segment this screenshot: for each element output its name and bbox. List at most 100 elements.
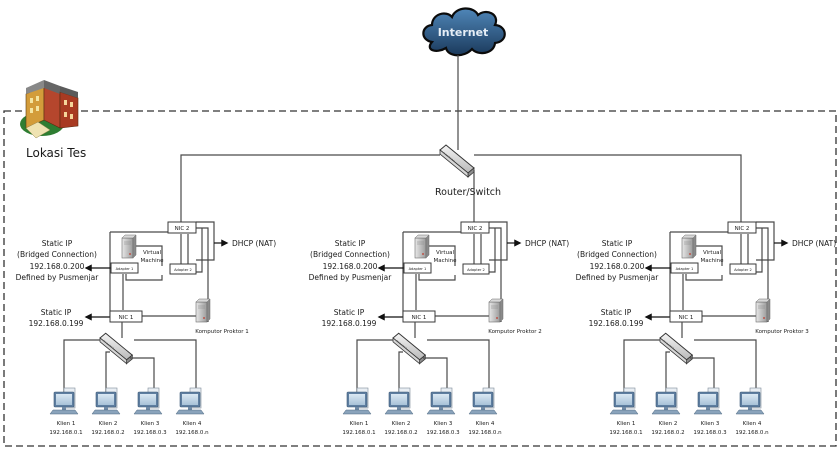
static-ip-value: 192.168.0.199 [589,319,644,328]
client-name: Klien 3 [141,421,160,427]
nat-bracket [489,221,508,261]
client-pc-icon [133,387,163,415]
bridged-ip-label: Static IP [335,239,366,248]
client-ip: 192.168.0.n [468,430,502,436]
vm-label-line1: Virtual [143,250,161,256]
client-ip: 192.168.0.n [735,430,769,436]
proktor-computer-label: Komputor Proktor 1 [195,329,249,335]
nic1-box [669,310,703,323]
client-pc-icon [735,387,765,415]
client-wire [130,357,155,392]
client-pc-icon [468,387,498,415]
client-pc-icon [91,387,121,415]
client-pc-icon [693,387,723,415]
nic2-to-nic1-wire [489,227,502,322]
static-ip-label: Static IP [334,308,365,317]
client-ip: 192.168.0.2 [384,430,417,436]
adapter1-box [403,262,432,274]
bridged-ip-value: 192.168.0.200 [323,262,378,271]
vm-wire [125,274,163,281]
dhcp-label: DHCP (NAT) [792,239,836,248]
vm-wire [685,274,723,281]
site-label: Lokasi Tes [26,146,86,160]
adapter2-wire [756,228,763,273]
vm-label-line1: Virtual [703,250,721,256]
client-ip: 192.168.0.1 [609,430,642,436]
nic1-label: NIC 1 [119,315,134,321]
client-wire [105,351,110,392]
client-name: Klien 4 [476,421,495,427]
nic2-to-nic1-wire [756,227,769,322]
adapter2-label: Adapter 2 [467,268,485,272]
static-ip-label: Static IP [601,308,632,317]
nat-bracket [196,221,215,261]
adapter2-label: Adapter 2 [734,268,752,272]
virtual-machine-icon [414,234,430,259]
client-switch-icon [659,332,693,365]
nic2-label: NIC 2 [735,226,750,232]
adapter1-label: Adapter 1 [676,267,694,271]
adapter2-box [729,263,757,275]
bridged-defined-by: Defined by Pusmenjar [576,273,660,282]
adapter2-box [462,263,490,275]
nic1-box [402,310,436,323]
bridged-ip-value: 192.168.0.200 [590,262,645,271]
client-ip: 192.168.0.1 [342,430,375,436]
client-ip: 192.168.0.2 [91,430,124,436]
client-switch-icon [99,332,133,365]
adapter1-label: Adapter 1 [409,267,427,271]
router-label: Router/Switch [435,187,501,198]
client-ip: 192.168.0.3 [133,430,167,436]
vm-wire [418,274,456,281]
vm-label-line1: Virtual [436,250,454,256]
nic-frame-wire [402,232,415,317]
client-name: Klien 3 [701,421,720,427]
client-pc-icon [342,387,372,415]
client-pc-icon [175,387,205,415]
nic1-label: NIC 1 [412,315,427,321]
nic2-label: NIC 2 [468,226,483,232]
proktor-group: DHCP (NAT) Static IP (Bridged Connection) 1… [576,221,836,436]
client-wire [665,351,670,392]
client-switch-icon [392,332,426,365]
virtual-machine-icon [681,234,697,259]
bridged-defined-by: Defined by Pusmenjar [16,273,100,282]
building-icon [20,80,79,139]
client-pc-icon [49,387,79,415]
client-wire [623,339,660,392]
nic2-box [727,221,757,234]
client-wire [427,339,490,392]
nat-bracket [756,221,775,261]
proktor-group: DHCP (NAT)Static IP(Bridged Connection)1… [309,221,569,436]
nic2-box [460,221,490,234]
internet-label: Internet [438,26,489,39]
static-ip-value: 192.168.0.199 [29,319,84,328]
adapter2-label: Adapter 2 [174,268,192,272]
static-ip-label: Static IP [41,308,72,317]
internet-cloud-icon: Internet [422,7,506,57]
client-ip: 192.168.0.1 [49,430,82,436]
bridged-connection-label: (Bridged Connection) [577,250,657,259]
bridged-ip-label: Static IP [602,239,633,248]
proktor-computer-label: Komputor Proktor 3 [755,329,809,335]
adapter2-wire [196,228,203,273]
vm-label-line2: Machine [433,258,457,264]
proktor-computer-icon [488,298,504,323]
nic-frame-wire [109,232,122,317]
proktor-computer-label: Komputor Proktor 2 [488,329,542,335]
client-pc-icon [609,387,639,415]
client-wire [63,339,100,392]
nic2-to-nic1-wire [196,227,209,322]
vm-label-line2: Machine [140,258,164,264]
client-name: Klien 1 [350,421,369,427]
client-ip: 192.168.0.3 [426,430,460,436]
client-wire [398,351,403,392]
client-name: Klien 4 [183,421,202,427]
virtual-machine-icon [121,234,137,259]
client-wire [423,357,448,392]
client-ip: 192.168.0.3 [693,430,727,436]
uplink-proktor-3 [474,154,742,222]
dhcp-label: DHCP (NAT) [525,239,569,248]
dhcp-label: DHCP (NAT) [232,239,276,248]
nic1-box [109,310,143,323]
